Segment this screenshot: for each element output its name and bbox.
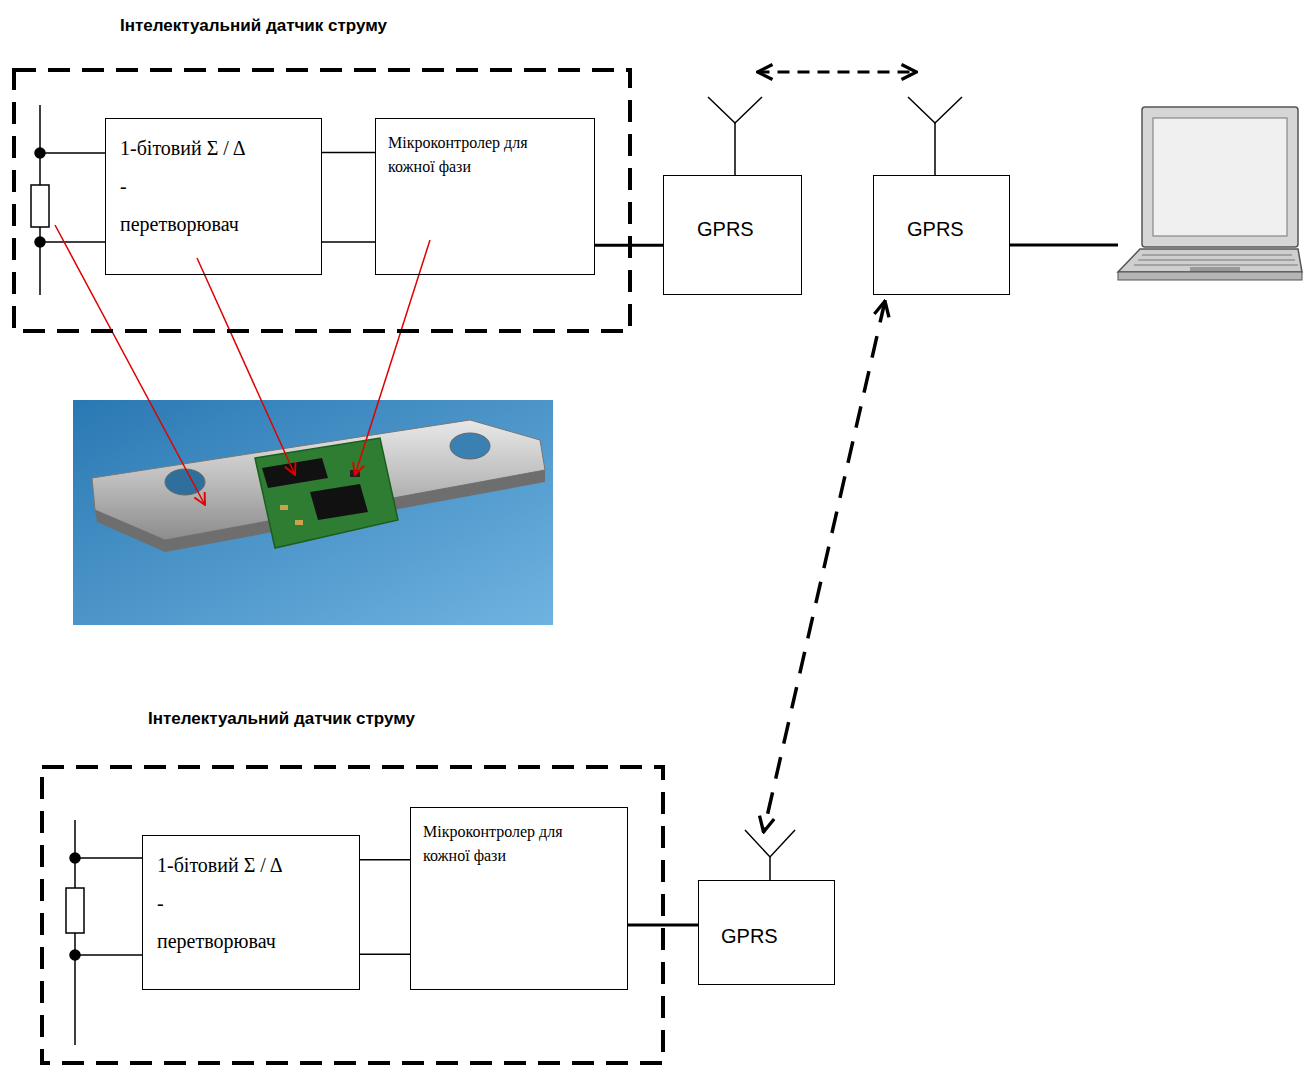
box-label: GPRS [721,924,826,948]
laptop-icon [1118,107,1302,280]
signal-wire [322,241,375,243]
box-label: 1-бітовий Σ / Δ - перетворювач [157,846,287,960]
signal-wire [360,859,410,861]
process-box: GPRS [873,175,1010,295]
process-box: GPRS [698,880,835,985]
leader-arrow [55,225,430,505]
box-label: 1-бітовий Σ / Δ - перетворювач [120,129,250,243]
data-cable [1010,244,1118,247]
group-heading: Інтелектуальний датчик струму [120,16,387,36]
wireless-link [758,71,917,74]
dashed-outline [14,70,630,331]
box-label: Мікроконтролер для кожної фази [388,131,528,179]
process-box: Мікроконтролер для кожної фази [410,807,628,990]
dashed-outline [40,765,665,1065]
process-box: GPRS [663,175,802,295]
dashed-outline [42,767,663,1063]
box-label: Мікроконтролер для кожної фази [423,820,563,868]
resistor-symbol [66,820,142,1045]
antenna-symbol [708,97,762,175]
group-heading: Інтелектуальний датчик струму [148,709,415,729]
antenna-symbol [745,830,795,880]
wireless-link [764,301,886,832]
antenna-symbol [908,97,962,175]
sensor-group: Інтелектуальний датчик струму1-бітовий Σ… [40,765,665,1065]
box-label: GPRS [907,217,1001,241]
process-box: 1-бітовий Σ / Δ - перетворювач [142,835,360,990]
process-box: Мікроконтролер для кожної фази [375,118,595,275]
sensor-photo [73,400,553,625]
signal-wire [360,954,410,956]
resistor-symbol [31,105,105,295]
signal-wire [322,152,375,154]
box-label: GPRS [697,217,793,241]
sensor-group: Інтелектуальний датчик струму1-бітовий Σ… [12,68,632,333]
signal-wire [628,924,698,927]
process-box: 1-бітовий Σ / Δ - перетворювач [105,118,322,275]
